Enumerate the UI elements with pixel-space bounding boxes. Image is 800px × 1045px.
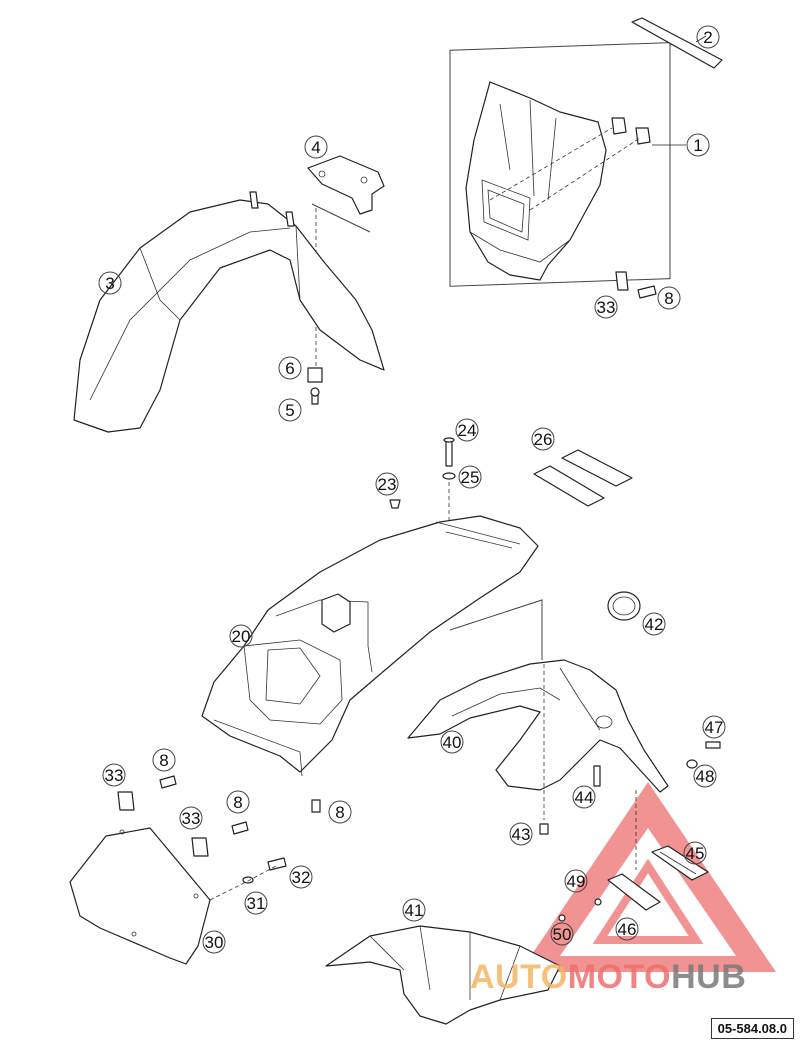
svg-text:3: 3 (105, 274, 114, 293)
svg-text:26: 26 (534, 430, 553, 449)
callout-48: 48 (693, 764, 717, 788)
callout-42: 42 (642, 612, 666, 636)
rear-fender-bolts (539, 741, 721, 870)
svg-text:4: 4 (311, 138, 320, 157)
svg-text:6: 6 (285, 359, 294, 378)
svg-text:45: 45 (686, 844, 705, 863)
lower-rear-fender-part (325, 925, 561, 1025)
callout-6: 6 (278, 356, 302, 380)
svg-text:1: 1 (693, 136, 702, 155)
svg-text:8: 8 (335, 803, 344, 822)
callout-24: 24 (455, 418, 479, 442)
callout-26: 26 (531, 427, 555, 451)
callout-31: 31 (244, 891, 268, 915)
callout-3: 3 (98, 271, 122, 295)
callout-41: 41 (402, 898, 426, 922)
callout-47: 47 (702, 715, 726, 739)
callout-33-mid: 33 (179, 806, 203, 830)
svg-text:47: 47 (705, 718, 724, 737)
watermark-part-3: HUB (671, 958, 747, 996)
svg-text:43: 43 (512, 825, 531, 844)
svg-text:33: 33 (105, 766, 124, 785)
svg-text:2: 2 (703, 28, 712, 47)
headlight-mask-part (449, 42, 686, 287)
adhesive-pads-part (533, 449, 633, 507)
svg-text:8: 8 (664, 289, 673, 308)
callout-49: 49 (564, 869, 588, 893)
callout-50: 50 (550, 922, 574, 946)
callout-46: 46 (615, 917, 639, 941)
svg-text:44: 44 (575, 788, 594, 807)
svg-text:41: 41 (405, 901, 424, 920)
diagram-reference-code: 05-584.08.0 (710, 1018, 794, 1039)
watermark-part-1: AUTO (470, 958, 568, 996)
callout-5: 5 (278, 398, 302, 422)
watermark-part-2: MOTO (567, 958, 672, 996)
callout-25: 25 (458, 465, 482, 489)
side-number-plate-part (69, 775, 287, 965)
svg-text:8: 8 (233, 793, 242, 812)
rear-fender-part (407, 599, 669, 820)
svg-text:49: 49 (567, 872, 586, 891)
callout-44: 44 (572, 785, 596, 809)
callout-33-left: 33 (102, 763, 126, 787)
svg-text:23: 23 (378, 475, 397, 494)
fender-bracket-part (307, 155, 385, 372)
svg-text:20: 20 (232, 627, 251, 646)
svg-text:8: 8 (159, 751, 168, 770)
watermark-triangle (520, 782, 776, 972)
headlight-fasteners (615, 271, 657, 299)
seat-bolts (389, 437, 456, 530)
svg-text:33: 33 (182, 809, 201, 828)
front-fender-bolts (307, 367, 323, 405)
callout-8-headlight: 8 (657, 286, 681, 310)
callout-8-left-top: 8 (152, 748, 176, 772)
callout-2: 2 (696, 25, 720, 49)
rear-body-part (201, 515, 539, 813)
svg-text:32: 32 (292, 868, 311, 887)
svg-text:30: 30 (205, 933, 224, 952)
callout-8-left-mid: 8 (226, 790, 250, 814)
callout-1: 1 (686, 133, 710, 157)
callout-8-rear-body: 8 (328, 800, 352, 824)
callout-33-headlight: 33 (594, 295, 618, 319)
svg-text:42: 42 (645, 615, 664, 634)
front-fender-part (73, 191, 385, 433)
svg-text:25: 25 (461, 468, 480, 487)
svg-text:5: 5 (285, 401, 294, 420)
svg-text:40: 40 (443, 733, 462, 752)
callout-23: 23 (375, 472, 399, 496)
callout-30: 30 (202, 930, 226, 954)
callout-32: 32 (289, 865, 313, 889)
callouts: 1 2 3 4 5 6 8 8 8 8 20 23 24 25 26 30 31… (98, 25, 726, 954)
watermark-text: AUTOMOTOHUB (470, 958, 746, 997)
license-plate-holder (558, 845, 709, 922)
callout-43: 43 (509, 822, 533, 846)
svg-text:48: 48 (696, 767, 715, 786)
svg-text:33: 33 (597, 298, 616, 317)
callout-20: 20 (229, 624, 253, 648)
svg-text:46: 46 (618, 920, 637, 939)
svg-text:24: 24 (458, 421, 477, 440)
svg-text:50: 50 (553, 925, 572, 944)
callout-40: 40 (440, 730, 464, 754)
filler-cap-part (607, 591, 641, 621)
svg-text:31: 31 (247, 894, 266, 913)
callout-45: 45 (683, 841, 707, 865)
callout-4: 4 (304, 135, 328, 159)
